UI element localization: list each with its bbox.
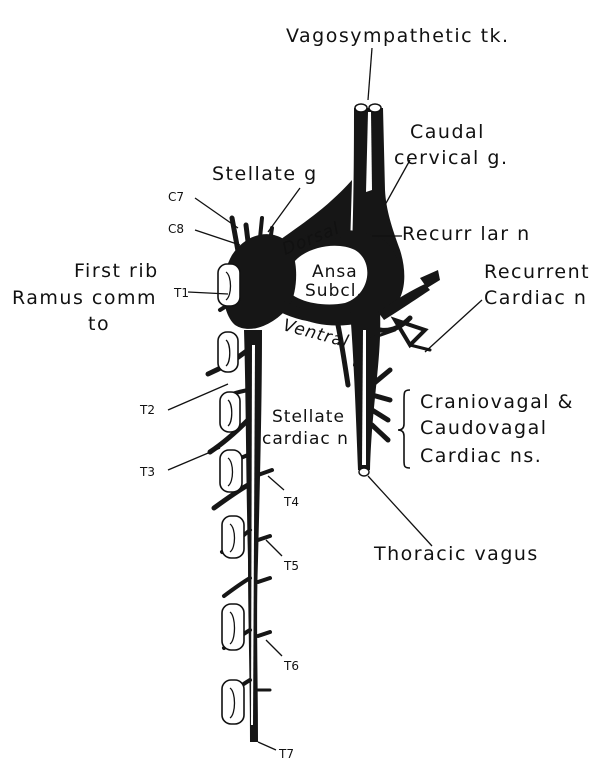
label-t5: T5: [283, 559, 299, 573]
label-cardiac-ns: Cardiac ns.: [420, 445, 542, 467]
label-craniovagal: Craniovagal &: [420, 391, 574, 413]
label-ansa: Ansa: [312, 262, 358, 282]
label-recurrent-laryngeal: Recurr lar n: [402, 223, 531, 245]
label-ramus-comm: Ramus comm: [12, 287, 157, 309]
label-stellate-cardiac: Stellate: [272, 407, 345, 427]
label-first-rib: First rib: [74, 260, 159, 282]
label-thoracic-vagus: Thoracic vagus: [373, 543, 539, 565]
label-c8: C8: [168, 222, 184, 236]
label-caudovagal: Caudovagal: [420, 417, 548, 439]
label-ramus-to: to: [88, 313, 110, 335]
label-cardiac-n: Cardiac n: [484, 287, 587, 309]
label-stellate-g: Stellate g: [212, 163, 318, 185]
label-t2: T2: [139, 403, 155, 417]
label-c7: C7: [168, 190, 184, 204]
label-stellate-cardiac-n: cardiac n: [262, 429, 349, 449]
label-subcl: Subcl.: [305, 281, 363, 301]
label-recurrent: Recurrent: [484, 261, 590, 283]
bracket: [398, 390, 410, 468]
label-t3: T3: [139, 465, 155, 479]
label-vagosympathetic-trunk: Vagosympathetic tk.: [286, 25, 510, 47]
label-t1: T1: [173, 286, 189, 300]
label-t4: T4: [283, 495, 299, 509]
label-caudal: Caudal: [410, 121, 485, 143]
label-t6: T6: [283, 659, 299, 673]
label-t7: T7: [278, 747, 294, 761]
label-cervical-g: cervical g.: [394, 147, 508, 169]
